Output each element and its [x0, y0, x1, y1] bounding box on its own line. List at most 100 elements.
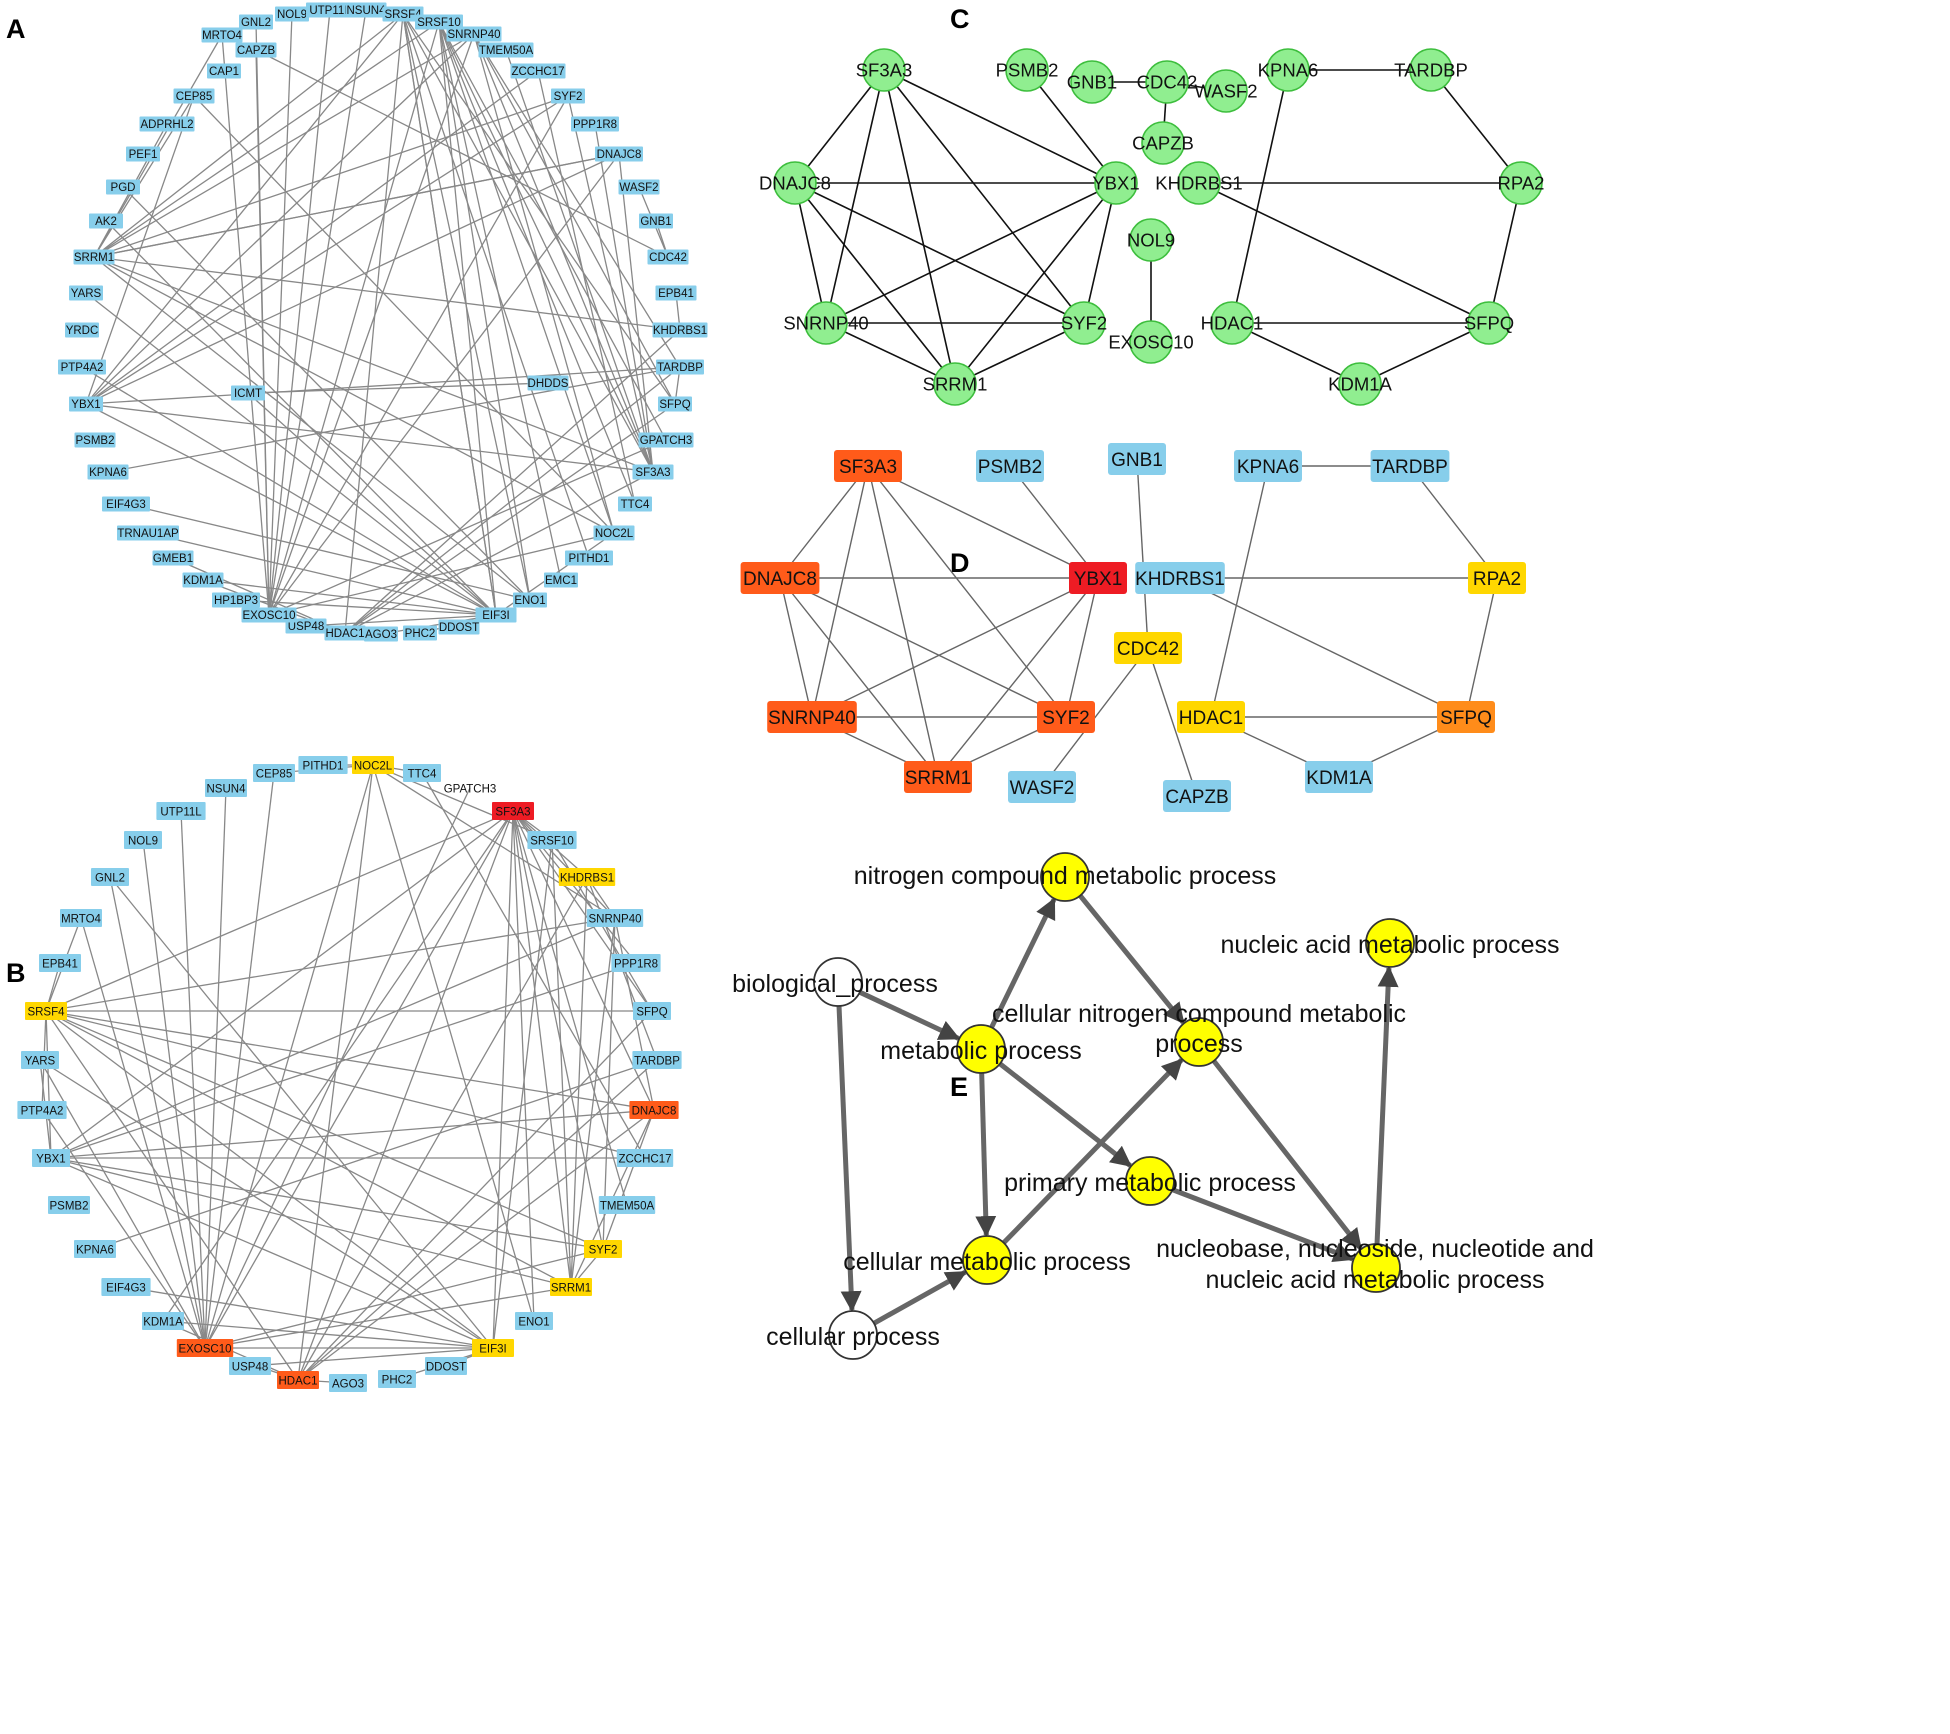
panel-b-node-tardbp[interactable]: TARDBP — [632, 1051, 682, 1069]
panel-b-node-gpatch3[interactable]: GPATCH3 — [444, 784, 497, 796]
panel-b-node-tmem50a[interactable]: TMEM50A — [598, 1196, 656, 1214]
panel-a-node-ttc4[interactable]: TTC4 — [618, 496, 652, 512]
panel-e-node-cellular-metabolic-process[interactable]: cellular metabolic process — [843, 1235, 1131, 1285]
panel-c-node-nol9[interactable]: NOL9 — [1127, 218, 1175, 262]
panel-b-node-noc2l[interactable]: NOC2L — [352, 756, 394, 774]
panel-a-node-sfpq[interactable]: SFPQ — [658, 396, 692, 412]
panel-d-node-sf3a3[interactable]: SF3A3 — [834, 450, 902, 482]
panel-a-node-trnau1ap[interactable]: TRNAU1AP — [117, 525, 179, 541]
panel-a-node-cep85[interactable]: CEP85 — [173, 88, 215, 104]
panel-c-node-gnb1[interactable]: GNB1 — [1067, 60, 1117, 104]
panel-b-node-ago3[interactable]: AGO3 — [329, 1374, 367, 1392]
panel-c-node-sf3a3[interactable]: SF3A3 — [856, 48, 913, 92]
panel-a-node-syf2[interactable]: SYF2 — [551, 88, 585, 104]
panel-a-node-sf3a3[interactable]: SF3A3 — [632, 464, 674, 480]
panel-a-node-epb41[interactable]: EPB41 — [655, 285, 697, 301]
panel-d-node-srrm1[interactable]: SRRM1 — [904, 761, 972, 793]
panel-b-node-sf3a3[interactable]: SF3A3 — [492, 802, 534, 820]
panel-e-node-metabolic-process[interactable]: metabolic process — [880, 1024, 1082, 1074]
panel-a-node-psmb2[interactable]: PSMB2 — [74, 432, 116, 448]
panel-b-node-pithd1[interactable]: PITHD1 — [298, 756, 348, 774]
panel-a-node-gnb1[interactable]: GNB1 — [639, 213, 673, 229]
panel-c-node-exosc10[interactable]: EXOSC10 — [1108, 320, 1194, 364]
panel-a-node-pef1[interactable]: PEF1 — [126, 146, 160, 162]
panel-c-node-kpna6[interactable]: KPNA6 — [1258, 48, 1319, 92]
panel-c-node-ybx1[interactable]: YBX1 — [1092, 161, 1140, 205]
panel-b-node-ppp1r8[interactable]: PPP1R8 — [611, 954, 661, 972]
panel-a-node-pithd1[interactable]: PITHD1 — [565, 550, 613, 566]
panel-b-node-gnl2[interactable]: GNL2 — [91, 868, 129, 886]
panel-b-node-phc2[interactable]: PHC2 — [378, 1370, 416, 1388]
panel-a-node-phc2[interactable]: PHC2 — [403, 625, 437, 641]
panel-c-node-srrm1[interactable]: SRRM1 — [923, 362, 988, 406]
panel-a-node-wasf2[interactable]: WASF2 — [618, 179, 660, 195]
panel-c-node-rpa2[interactable]: RPA2 — [1498, 161, 1545, 205]
panel-a-node-ddost[interactable]: DDOST — [438, 619, 480, 635]
panel-a-node-gmeb1[interactable]: GMEB1 — [152, 550, 194, 566]
panel-a-node-eif3i[interactable]: EIF3I — [475, 607, 517, 623]
panel-c-node-khdrbs1[interactable]: KHDRBS1 — [1155, 161, 1243, 205]
panel-a-node-nsun4[interactable]: NSUN4 — [345, 2, 387, 18]
panel-e-node-primary-metabolic-process[interactable]: primary metabolic process — [1004, 1156, 1296, 1206]
panel-a-node-ak2[interactable]: AK2 — [89, 213, 123, 229]
panel-b-node-snrnp40[interactable]: SNRNP40 — [586, 909, 644, 927]
panel-c-node-snrnp40[interactable]: SNRNP40 — [783, 301, 869, 345]
panel-a-node-gpatch3[interactable]: GPATCH3 — [638, 432, 694, 448]
panel-b-node-yars[interactable]: YARS — [21, 1051, 59, 1069]
panel-e-node-nucleic-acid-metabolic-process[interactable]: nucleic acid metabolic process — [1220, 918, 1560, 968]
panel-b-node-mrto4[interactable]: MRTO4 — [60, 909, 102, 927]
panel-d-node-cdc42[interactable]: CDC42 — [1114, 632, 1182, 664]
panel-a-node-pgd[interactable]: PGD — [106, 179, 140, 195]
panel-a-node-cdc42[interactable]: CDC42 — [647, 249, 689, 265]
panel-e-node-nitrogen-compound-metabolic-process[interactable]: nitrogen compound metabolic process — [854, 852, 1276, 902]
panel-a-node-exosc10[interactable]: EXOSC10 — [241, 607, 297, 623]
panel-a-node-hdac1[interactable]: HDAC1 — [324, 625, 366, 641]
panel-a-node-ptp4a2[interactable]: PTP4A2 — [58, 359, 106, 375]
panel-a-node-srsf10[interactable]: SRSF10 — [415, 14, 463, 30]
panel-d-node-tardbp[interactable]: TARDBP — [1370, 450, 1450, 482]
panel-d-node-khdrbs1[interactable]: KHDRBS1 — [1135, 562, 1225, 594]
panel-d-node-kpna6[interactable]: KPNA6 — [1234, 450, 1302, 482]
panel-a-node-ppp1r8[interactable]: PPP1R8 — [571, 116, 619, 132]
panel-c-node-wasf2[interactable]: WASF2 — [1194, 69, 1258, 113]
panel-d-node-kdm1a[interactable]: KDM1A — [1305, 761, 1373, 793]
panel-b-node-kdm1a[interactable]: KDM1A — [142, 1312, 184, 1330]
panel-d-node-snrnp40[interactable]: SNRNP40 — [767, 701, 857, 733]
panel-a-node-nol9[interactable]: NOL9 — [275, 6, 309, 22]
panel-a-node-kpna6[interactable]: KPNA6 — [87, 464, 129, 480]
panel-b-node-epb41[interactable]: EPB41 — [39, 954, 81, 972]
panel-c-node-psmb2[interactable]: PSMB2 — [996, 48, 1059, 92]
panel-b-node-eno1[interactable]: ENO1 — [515, 1312, 553, 1330]
panel-a-node-khdrbs1[interactable]: KHDRBS1 — [652, 322, 708, 338]
panel-b-node-exosc10[interactable]: EXOSC10 — [176, 1339, 234, 1357]
panel-d-node-psmb2[interactable]: PSMB2 — [976, 450, 1044, 482]
panel-b-node-ybx1[interactable]: YBX1 — [32, 1149, 70, 1167]
panel-d-node-gnb1[interactable]: GNB1 — [1108, 443, 1166, 475]
panel-b-node-usp48[interactable]: USP48 — [229, 1357, 271, 1375]
panel-d-node-capzb[interactable]: CAPZB — [1163, 780, 1231, 812]
panel-c-node-sfpq[interactable]: SFPQ — [1464, 301, 1514, 345]
panel-c-node-cdc42[interactable]: CDC42 — [1137, 60, 1198, 104]
panel-b-node-kpna6[interactable]: KPNA6 — [74, 1240, 116, 1258]
panel-d-node-dnajc8[interactable]: DNAJC8 — [740, 562, 820, 594]
panel-a-node-icmt[interactable]: ICMT — [231, 385, 265, 401]
panel-b-node-srsf4[interactable]: SRSF4 — [25, 1002, 67, 1020]
panel-a-node-utp11l[interactable]: UTP11L — [306, 2, 354, 18]
panel-b-node-khdrbs1[interactable]: KHDRBS1 — [558, 868, 616, 886]
panel-b-node-ptp4a2[interactable]: PTP4A2 — [17, 1101, 67, 1119]
panel-a-node-emc1[interactable]: EMC1 — [544, 572, 578, 588]
panel-b-node-nol9[interactable]: NOL9 — [124, 831, 162, 849]
panel-b-node-ddost[interactable]: DDOST — [425, 1357, 467, 1375]
panel-a-node-ago3[interactable]: AGO3 — [364, 626, 398, 642]
panel-a-node-eif4g3[interactable]: EIF4G3 — [102, 496, 150, 512]
panel-b-node-psmb2[interactable]: PSMB2 — [48, 1196, 90, 1214]
panel-a-node-capzb[interactable]: CAPZB — [235, 42, 277, 58]
panel-a-node-srsf4[interactable]: SRSF4 — [382, 6, 424, 22]
panel-b-node-ttc4[interactable]: TTC4 — [403, 764, 441, 782]
panel-a-node-dhdds[interactable]: DHDDS — [527, 375, 569, 391]
panel-a-node-snrnp40[interactable]: SNRNP40 — [446, 26, 502, 42]
panel-b-node-cep85[interactable]: CEP85 — [253, 764, 295, 782]
panel-a-node-srrm1[interactable]: SRRM1 — [73, 249, 115, 265]
